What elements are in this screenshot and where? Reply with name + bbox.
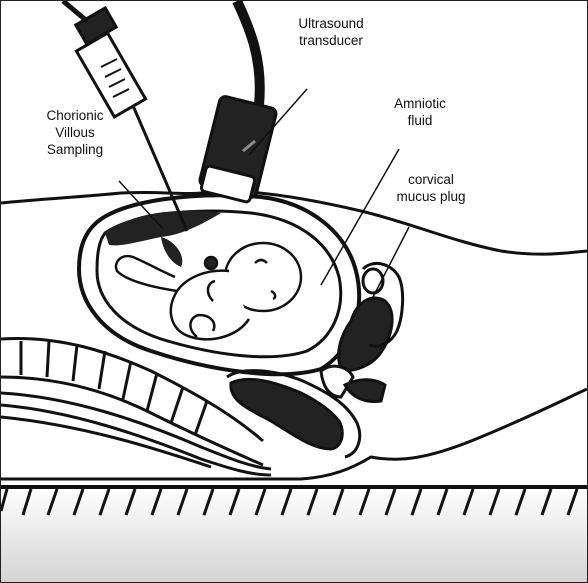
label-mucus-line1: corvical — [381, 171, 481, 188]
label-cvs-line2: Villous — [29, 124, 121, 141]
label-ultrasound-transducer: Ultrasound transducer — [271, 15, 391, 49]
label-chorionic-villous-sampling: Chorionic Villous Sampling — [29, 107, 121, 158]
label-transducer-line1: Ultrasound — [271, 15, 391, 32]
label-mucus-line2: mucus plug — [381, 188, 481, 205]
label-amniotic-line2: fluid — [375, 112, 465, 129]
label-amniotic-fluid: Amniotic fluid — [375, 95, 465, 129]
label-cvs-line1: Chorionic — [29, 107, 121, 124]
ultrasound-transducer — [199, 1, 278, 203]
label-amniotic-line1: Amniotic — [375, 95, 465, 112]
label-transducer-line2: transducer — [271, 32, 391, 49]
label-cervical-mucus-plug: corvical mucus plug — [381, 171, 481, 205]
floor — [1, 487, 587, 582]
label-cvs-line3: Sampling — [29, 141, 121, 158]
